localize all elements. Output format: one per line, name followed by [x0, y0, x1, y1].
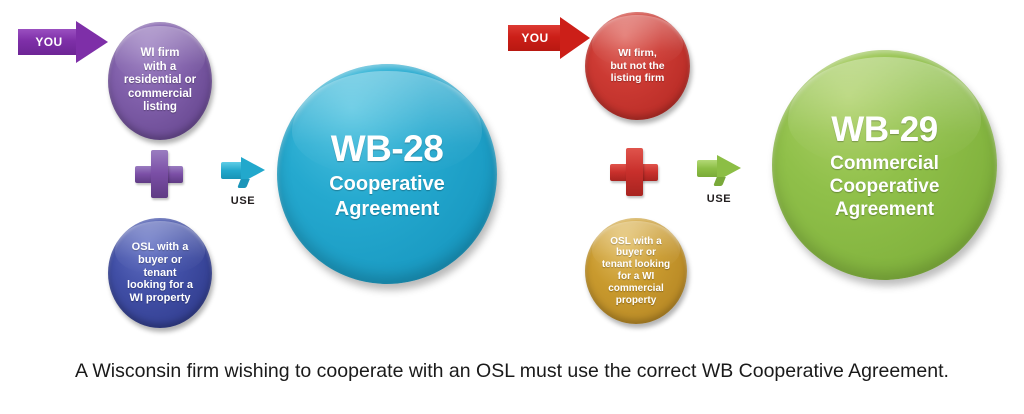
wb-29-subtitle-line: Cooperative	[829, 176, 940, 198]
you-arrow-right: YOU	[508, 17, 590, 59]
use-arrow-right-shaft	[697, 160, 721, 177]
use-arrow-left-notch	[237, 179, 250, 188]
use-arrow-left-label: USE	[230, 195, 256, 207]
circle-wi-firm-with-listing: WI firm with a residential or commercial…	[108, 22, 212, 140]
text-line: buyer or	[615, 247, 656, 259]
use-arrow-right-group: USE	[692, 153, 746, 205]
use-arrow-right-head	[717, 155, 741, 181]
wb-29-code: WB-29	[831, 109, 938, 149]
use-arrow-right-icon	[697, 153, 741, 189]
use-arrow-left-group: USE	[216, 155, 270, 207]
circle-osl-residential-text: OSL with a buyer or tenant looking for a…	[108, 241, 212, 306]
circle-wb-28-text: WB-28 Cooperative Agreement	[277, 127, 497, 221]
use-arrow-left-shaft	[221, 162, 245, 179]
text-line: WI firm	[140, 47, 180, 60]
text-line: looking for a	[127, 279, 193, 292]
text-line: property	[615, 294, 657, 306]
text-line: OSL with a	[131, 240, 189, 253]
plus-icon-right-bar-vertical	[626, 148, 643, 196]
circle-wb-28: WB-28 Cooperative Agreement	[277, 64, 497, 284]
use-arrow-right-label: USE	[706, 193, 732, 205]
plus-icon-left	[135, 150, 183, 198]
text-line: WI property	[129, 292, 191, 305]
text-line: commercial	[608, 282, 664, 294]
use-arrow-right-notch	[713, 177, 726, 186]
text-line: OSL with a	[610, 235, 662, 247]
wb-29-subtitle-line: Agreement	[834, 199, 935, 221]
text-line: but not the	[610, 59, 665, 72]
wb-29-subtitle-line: Commercial	[830, 152, 939, 174]
you-arrow-left-label: YOU	[18, 29, 76, 55]
text-line: listing	[143, 101, 177, 114]
circle-wi-firm-not-listing: WI firm, but not the listing firm	[585, 12, 690, 120]
text-line: residential or	[123, 74, 197, 87]
wb-28-code: WB-28	[330, 127, 444, 169]
you-arrow-left-head	[76, 21, 108, 63]
text-line: tenant looking	[601, 259, 671, 271]
text-line: tenant	[143, 266, 177, 279]
circle-osl-commercial-text: OSL with a buyer or tenant looking for a…	[585, 236, 687, 307]
text-line: for a WI	[617, 271, 655, 282]
circle-wb-29-text: WB-29 Commercial Cooperative Agreement	[772, 109, 997, 222]
circle-osl-residential: OSL with a buyer or tenant looking for a…	[108, 218, 212, 328]
text-line: with a	[143, 60, 177, 73]
wb-28-subtitle-line: Cooperative	[329, 173, 445, 196]
plus-icon-right	[610, 148, 658, 196]
circle-wb-29: WB-29 Commercial Cooperative Agreement	[772, 50, 997, 280]
circle-osl-commercial: OSL with a buyer or tenant looking for a…	[585, 218, 687, 324]
text-line: WI firm,	[618, 47, 657, 60]
plus-icon-left-bar-vertical	[151, 150, 168, 198]
use-arrow-left-head	[241, 157, 265, 183]
diagram-caption: A Wisconsin firm wishing to cooperate wi…	[75, 360, 949, 382]
circle-wi-firm-not-listing-text: WI firm, but not the listing firm	[585, 47, 690, 84]
use-arrow-left-icon	[221, 155, 265, 191]
circle-wi-firm-with-listing-text: WI firm with a residential or commercial…	[108, 47, 212, 115]
you-arrow-right-label: YOU	[508, 25, 560, 51]
text-line: listing firm	[610, 72, 665, 85]
wb-28-subtitle-line: Agreement	[334, 197, 440, 220]
text-line: buyer or	[137, 253, 182, 266]
you-arrow-left: YOU	[18, 21, 108, 63]
you-arrow-right-head	[560, 17, 590, 59]
text-line: commercial	[128, 87, 192, 100]
